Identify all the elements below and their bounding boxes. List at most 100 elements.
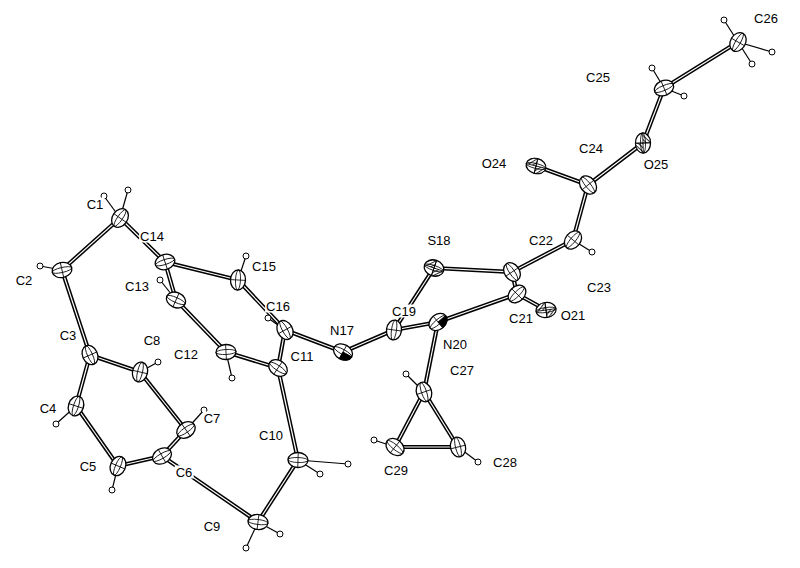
atom-label: C23 xyxy=(586,281,612,294)
atom-ellipsoid xyxy=(576,173,600,198)
principal-axis xyxy=(163,255,168,269)
principal-axis xyxy=(387,329,402,331)
bond-core xyxy=(62,218,120,270)
bond-core xyxy=(258,460,298,522)
principal-axis xyxy=(83,352,97,358)
bond xyxy=(76,406,118,466)
atom-label: C5 xyxy=(79,460,98,473)
atom-label: C22 xyxy=(528,234,554,247)
ellipsoid-outline xyxy=(108,206,132,231)
atom-label: C24 xyxy=(578,142,604,155)
ellipsoid-outline xyxy=(331,341,356,364)
bonds xyxy=(62,42,738,522)
atom-ellipsoid xyxy=(383,435,408,459)
atom-ellipsoid xyxy=(385,319,403,341)
principal-ellipse xyxy=(565,231,582,250)
octant-shading xyxy=(635,133,651,154)
principal-ellipse xyxy=(166,294,186,307)
principal-axis xyxy=(732,38,745,46)
atom-label: O25 xyxy=(643,158,670,171)
principal-axis xyxy=(661,81,667,95)
atom-ellipsoid xyxy=(153,252,177,272)
atom-label: C8 xyxy=(143,334,162,347)
atom-label: C15 xyxy=(251,260,277,273)
atom-label: C13 xyxy=(124,280,150,293)
ellipsoid-outline xyxy=(230,270,246,291)
bond-core xyxy=(176,300,226,352)
bond xyxy=(176,300,226,352)
atom-ellipsoid xyxy=(174,418,199,442)
atom-ellipsoid xyxy=(51,260,74,279)
principal-axis xyxy=(451,445,466,449)
principal-axis xyxy=(339,345,346,358)
bond-core xyxy=(120,218,165,262)
hydrogen-atom xyxy=(109,487,115,493)
ellipsoid-outline xyxy=(150,445,175,468)
ellipsoid-outline xyxy=(576,173,600,198)
bond-core xyxy=(278,368,298,460)
bond-core xyxy=(140,372,186,430)
bond xyxy=(258,460,298,522)
bond xyxy=(120,218,165,262)
bond-core xyxy=(165,262,238,280)
atom-label: C6 xyxy=(175,466,194,479)
principal-axis xyxy=(278,326,291,333)
atom-ellipsoid xyxy=(107,454,129,478)
hydrogen-atom xyxy=(265,315,271,321)
principal-axis xyxy=(512,289,523,300)
bond-core xyxy=(62,270,90,355)
ellipsoid-outline xyxy=(652,77,676,99)
atom-ellipsoid xyxy=(422,257,446,279)
ellipsoid-outline xyxy=(153,252,177,272)
atom-ellipsoid xyxy=(274,318,297,343)
principal-axis xyxy=(111,463,125,469)
principal-axis xyxy=(257,515,259,530)
atom-ellipsoid xyxy=(426,310,451,334)
hydrogen-atom xyxy=(157,277,163,283)
ellipsoid-outline xyxy=(164,289,188,311)
atom-ellipsoid xyxy=(635,133,651,154)
ellipsoid-outline xyxy=(448,435,467,458)
atom-label: C21 xyxy=(508,312,534,325)
atom-label: C27 xyxy=(449,364,475,377)
ellipsoid-outline xyxy=(524,156,547,175)
ellipsoid-outline xyxy=(216,344,237,360)
atom-label: O21 xyxy=(560,309,587,322)
hydrogen-atom xyxy=(649,65,655,71)
ellipsoid-outline xyxy=(561,228,585,253)
principal-axis xyxy=(274,362,282,374)
atom-ellipsoid xyxy=(524,156,547,175)
atom-label: C14 xyxy=(139,230,165,243)
hydrogen-atom xyxy=(317,471,323,477)
bond xyxy=(664,42,738,88)
principal-axis xyxy=(506,268,518,276)
hydrogen-atom xyxy=(125,187,131,193)
bond-core xyxy=(395,392,424,447)
principal-axis xyxy=(390,441,399,453)
bond xyxy=(165,262,238,280)
principal-ellipse xyxy=(731,32,745,52)
ellipsoids xyxy=(51,30,750,531)
atom-ellipsoid xyxy=(266,356,291,380)
bond-core xyxy=(438,294,517,322)
principal-axis xyxy=(432,261,437,275)
principal-axis xyxy=(133,370,148,373)
ellipsoid-outline xyxy=(505,282,530,307)
atom-label: C2 xyxy=(15,274,34,287)
atom-ellipsoid xyxy=(448,435,467,458)
principal-axis xyxy=(297,453,299,468)
hydrogen-atom xyxy=(53,421,59,427)
hydrogen-atom xyxy=(749,61,755,67)
ellipsoid-outline xyxy=(422,257,446,279)
bond xyxy=(278,368,298,460)
principal-ellipse xyxy=(504,262,519,281)
ellipsoid-outline xyxy=(500,260,524,285)
ellipsoid-outline xyxy=(385,319,403,341)
principal-axis xyxy=(534,159,538,174)
ellipsoid-outline xyxy=(414,380,435,404)
principal-axis xyxy=(173,293,179,307)
hydrogen-atom xyxy=(475,459,481,465)
hydrogen-atom xyxy=(243,253,249,259)
principal-axis xyxy=(182,424,191,436)
